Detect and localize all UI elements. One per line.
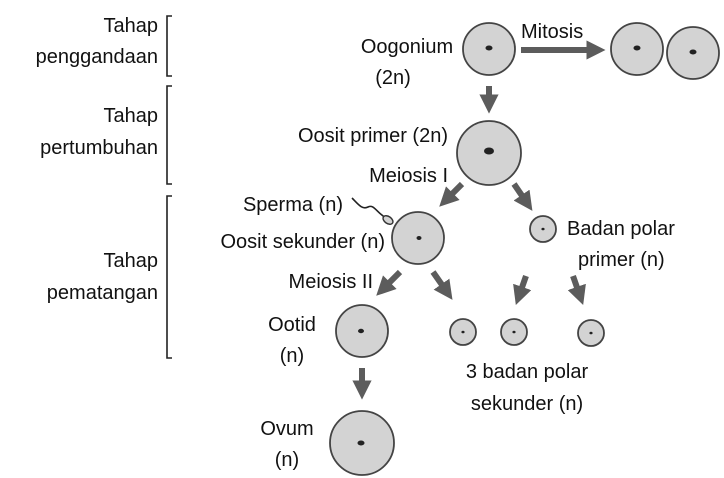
bracket-growth <box>166 85 172 185</box>
oogonium-label-line1: Oogonium <box>361 36 453 58</box>
secondary-polar-bodies-label-line1: 3 badan polar <box>466 361 589 383</box>
secondary-polar-body-1 <box>449 318 477 346</box>
secondary-oocyte-label: Oosit sekunder (n) <box>220 231 385 253</box>
first-polar-body-cell <box>529 215 557 243</box>
arrow-primary-to-secondary <box>439 181 465 207</box>
bracket-multiplication <box>166 15 172 77</box>
meiosis-2-label: Meiosis II <box>289 271 373 293</box>
arrow-polar-body-division-left <box>513 275 532 306</box>
ootid-label-line2: (n) <box>280 345 304 367</box>
mitosis-daughter-cell-left <box>610 22 664 76</box>
arrow-secondary-to-polar-body <box>430 270 453 300</box>
primary-oocyte-cell <box>456 120 522 186</box>
oogonium-cell <box>462 22 516 76</box>
first-polar-body-label-line2: primer (n) <box>578 249 665 271</box>
stage-growth-line1: Tahap <box>104 105 159 127</box>
ovum-cell <box>329 410 395 476</box>
ovum-label-line1: Ovum <box>260 418 313 440</box>
sperm-cell <box>351 197 394 225</box>
stage-multiplication-line2: penggandaan <box>36 46 158 68</box>
oogonium-label-line2: (2n) <box>375 67 411 89</box>
bracket-maturation <box>166 195 172 359</box>
arrow-secondary-to-ootid <box>376 269 403 296</box>
ovum-label-line2: (n) <box>275 449 299 471</box>
stage-growth-line2: pertumbuhan <box>40 137 158 159</box>
ootid-label-line1: Ootid <box>268 314 316 336</box>
secondary-polar-bodies-label-line2: sekunder (n) <box>471 393 583 415</box>
first-polar-body-label-line1: Badan polar <box>567 218 675 240</box>
stage-multiplication-line1: Tahap <box>104 15 159 37</box>
secondary-polar-body-2 <box>500 318 528 346</box>
meiosis-1-label: Meiosis I <box>369 165 448 187</box>
stage-maturation-line1: Tahap <box>104 250 159 272</box>
ootid-cell <box>335 304 389 358</box>
sperm-label: Sperma (n) <box>243 194 343 216</box>
stage-maturation-line2: pematangan <box>47 282 158 304</box>
primary-oocyte-label: Oosit primer (2n) <box>298 125 448 147</box>
arrow-primary-to-polar-body <box>511 182 533 211</box>
mitosis-daughter-cell-right <box>666 26 720 80</box>
arrow-polar-body-division-right <box>567 275 586 306</box>
secondary-oocyte-cell <box>391 211 445 265</box>
secondary-polar-body-3 <box>577 319 605 347</box>
mitosis-label: Mitosis <box>521 21 583 43</box>
